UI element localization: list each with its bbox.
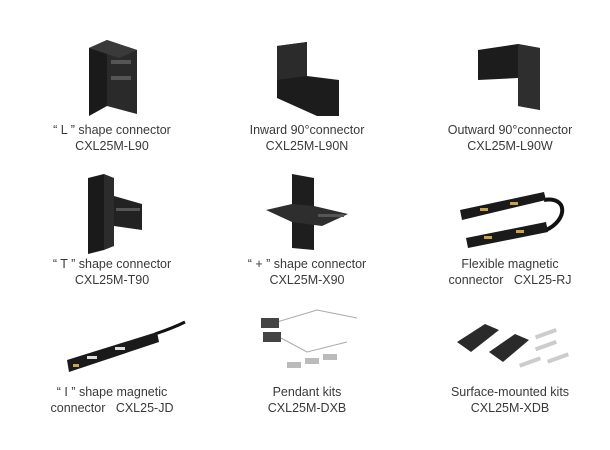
product-cross-connector: “ + ” shape connector CXL25M-X90 [207,170,407,288]
flexible-connector-icon [460,192,565,248]
product-code: CXL25M-L90N [265,139,349,153]
product-code: CXL25M-X90 [269,273,345,287]
product-i-connector: “ I ” shape magnetic connector CXL25-JD [12,302,212,416]
product-name: “ L ” shape connector [53,123,171,137]
surface-kit-icon [457,324,570,368]
product-code: CXL25M-DXB [267,401,347,415]
product-code: CXL25M-XDB [470,401,550,415]
inward-connector-icon [277,42,339,116]
product-outward-connector: Outward 90°connector CXL25M-L90W [410,36,610,154]
product-name: Outward 90°connector [447,123,573,137]
product-code: CXL25M-L90W [467,139,553,153]
cross-connector-icon [266,174,348,250]
product-code: CXL25M-T90 [74,273,150,287]
product-pendant-kit: Pendant kits CXL25M-DXB [207,302,407,416]
product-code: connector CXL25-RJ [448,273,572,287]
outward-connector-icon [478,44,540,110]
product-code: connector CXL25-JD [50,401,174,415]
product-inward-connector: Inward 90°connector CXL25M-L90N [207,36,407,154]
pendant-kit-icon [261,309,358,368]
product-name: Pendant kits [272,385,342,399]
i-connector-icon [67,320,186,372]
product-surface-kit: Surface-mounted kits CXL25M-XDB [410,302,610,416]
product-code: CXL25M-L90 [75,139,149,153]
product-l-connector: “ L ” shape connector CXL25M-L90 [12,36,212,154]
product-name: Flexible magnetic [461,257,559,271]
t-connector-icon [88,174,142,254]
product-flexible-connector: Flexible magnetic connector CXL25-RJ [410,170,610,288]
l-connector-icon [89,40,137,116]
product-t-connector: “ T ” shape connector CXL25M-T90 [12,170,212,288]
product-name: “ + ” shape connector [247,257,367,271]
product-name: “ T ” shape connector [52,257,172,271]
product-name: Inward 90°connector [249,123,365,137]
product-name: Surface-mounted kits [450,385,570,399]
product-name: “ I ” shape magnetic [56,385,168,399]
